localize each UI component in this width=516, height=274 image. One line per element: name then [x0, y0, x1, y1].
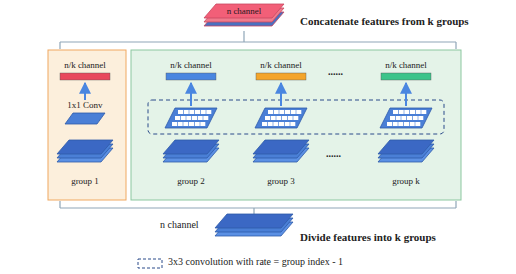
conv-layer: [55, 113, 115, 125]
legend-text: 3x3 convolution with rate = group index …: [168, 256, 343, 267]
top-bracket: [60, 31, 456, 49]
bar-node: n/k channel: [375, 60, 437, 82]
bottom-node: n channel: [160, 214, 295, 250]
input-stack: [215, 214, 293, 244]
node-label: n channel: [227, 6, 262, 16]
feature-stack: [378, 140, 434, 164]
channel-bar: [55, 73, 115, 81]
dilated-grid: [380, 106, 432, 130]
bar-node: n/k channel: [250, 60, 312, 82]
node-label: group 2: [177, 176, 205, 186]
ellipsis: ......: [326, 148, 341, 159]
node-label: group 1: [71, 176, 99, 186]
bar-node: n/k channel: [55, 60, 115, 82]
feature-stack: [163, 140, 219, 164]
dilated-grid: [255, 106, 307, 130]
legend-sample: [138, 259, 162, 268]
heading: Concatenate features from k groups: [300, 15, 469, 27]
feature-stack: [253, 140, 309, 164]
channel-bar: [250, 73, 312, 81]
ellipsis: ......: [328, 66, 343, 77]
bar-node: n/k channel: [160, 60, 222, 82]
dashed-region: [148, 100, 444, 134]
group-node: group 3: [250, 106, 312, 190]
node-label: n/k channel: [260, 60, 302, 70]
node-label: 1x1 Conv: [67, 100, 102, 110]
dilated-grid: [165, 106, 217, 130]
top-node: n channel: [204, 2, 284, 32]
left-panel: [48, 50, 126, 200]
node-label: n/k channel: [170, 60, 212, 70]
channel-bar: [375, 73, 437, 81]
arrow-connector: [405, 83, 407, 106]
arrow-connector: [280, 83, 282, 106]
feature-stack: [57, 140, 113, 164]
bottom-bracket: [60, 201, 456, 214]
channel-bar: [160, 73, 222, 81]
node-label: group 3: [267, 176, 295, 186]
group-node: group 1: [55, 140, 115, 190]
arrow-connector: [84, 83, 86, 100]
node-label: n/k channel: [385, 60, 427, 70]
group-node: group k: [375, 106, 437, 190]
node-label: group k: [392, 176, 420, 186]
conv-node: 1x1 Conv: [55, 100, 115, 126]
right-panel: [131, 50, 461, 200]
group-node: group 2: [160, 106, 222, 190]
node-label: n/k channel: [64, 60, 106, 70]
heading: Divide features into k groups: [300, 231, 436, 243]
arrow-connector: [190, 83, 192, 106]
node-label: n channel: [160, 220, 199, 230]
